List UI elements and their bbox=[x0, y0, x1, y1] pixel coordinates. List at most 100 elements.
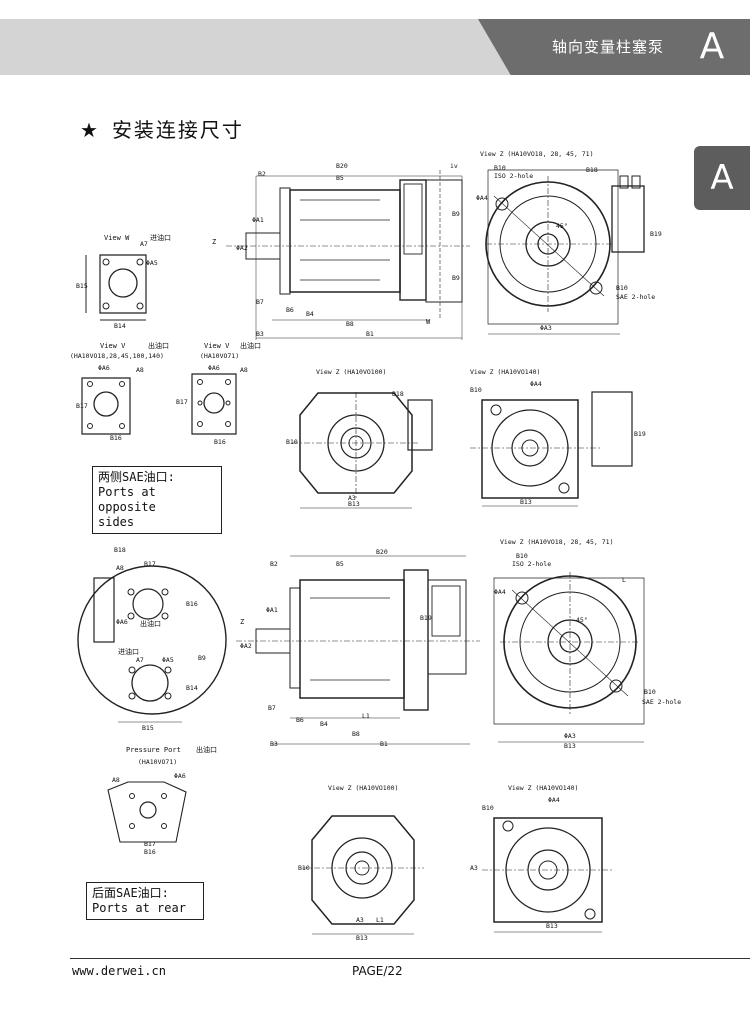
view-w-port bbox=[85, 254, 147, 321]
dim-a8-v1: A8 bbox=[136, 366, 144, 374]
note-opposite-line2: Ports at opposite bbox=[98, 485, 156, 514]
section-title: ★安装连接尺寸 bbox=[80, 114, 244, 143]
dim-b15-bot: B15 bbox=[142, 724, 154, 732]
dim-a7-bot: A7 bbox=[136, 656, 144, 664]
bottom-view-z-140 bbox=[482, 817, 614, 933]
dim-b13-z3: B13 bbox=[520, 498, 532, 506]
top-view-z-100 bbox=[292, 392, 433, 509]
dim-b8-bot: B8 bbox=[352, 730, 360, 738]
bottom-pressure-port bbox=[107, 781, 187, 843]
dim-a8-v2: A8 bbox=[240, 366, 248, 374]
dim-a2-top: ΦA2 bbox=[236, 244, 248, 252]
dim-a5-bot: ΦA5 bbox=[162, 656, 174, 664]
view-v2-label: View V bbox=[204, 342, 230, 350]
bottom-rear-view bbox=[77, 565, 227, 723]
dim-b20-bot: B20 bbox=[376, 548, 388, 556]
bottom-front-view bbox=[493, 572, 645, 743]
dim-b17-v1: B17 bbox=[76, 402, 88, 410]
side-tab[interactable]: A bbox=[694, 146, 750, 210]
dim-b13-z3-bot: B13 bbox=[546, 922, 558, 930]
dim-b5-top: B5 bbox=[336, 174, 344, 182]
deg45-bot: 45° bbox=[576, 616, 588, 624]
footer-page-number: PAGE/22 bbox=[352, 964, 403, 978]
top-side-view bbox=[226, 170, 470, 340]
view-z1-label-bot: View Z (HA10VO18, 28, 45, 71) bbox=[500, 538, 614, 546]
view-z2-label-bot: View Z (HA10VO100) bbox=[328, 784, 398, 792]
dim-a6-v2: ΦA6 bbox=[208, 364, 220, 372]
dim-b16-pp: B16 bbox=[144, 848, 156, 856]
sae-label-top: SAE 2-hole bbox=[616, 293, 655, 301]
dim-b3-bot: B3 bbox=[270, 740, 278, 748]
note-rear-line1: 后面SAE油口: bbox=[92, 886, 169, 900]
dim-b10-z3-bot: B10 bbox=[482, 804, 494, 812]
dim-b16-v1: B16 bbox=[110, 434, 122, 442]
dim-a6-bot: ΦA6 bbox=[116, 618, 128, 626]
bottom-side-view bbox=[236, 555, 480, 745]
note-rear-line2: Ports at rear bbox=[92, 901, 186, 915]
dim-a1-top: ΦA1 bbox=[252, 216, 264, 224]
dim-b10-bot: B10 bbox=[516, 552, 528, 560]
note-rear-ports: 后面SAE油口: Ports at rear bbox=[86, 882, 204, 920]
note-opposite-line3: sides bbox=[98, 515, 135, 529]
view-z3-label-bot: View Z (HA10VO140) bbox=[508, 784, 578, 792]
dim-b9-bot: B9 bbox=[198, 654, 206, 662]
sae-label-bot: SAE 2-hole bbox=[642, 698, 681, 706]
dim-b19-z3: B19 bbox=[634, 430, 646, 438]
dim-b7-top: B7 bbox=[256, 298, 264, 306]
header-title: 轴向变量柱塞泵 bbox=[552, 38, 665, 56]
top-front-view bbox=[485, 169, 645, 335]
header-dark-band bbox=[478, 19, 750, 75]
l1-label-bot: L1 bbox=[362, 712, 370, 720]
dim-b19-bot: B19 bbox=[420, 614, 432, 622]
dim-b17-bot: B17 bbox=[144, 560, 156, 568]
dim-b18-top: B18 bbox=[586, 166, 598, 174]
dim-b10-z2: B10 bbox=[286, 438, 298, 446]
view-v1-port bbox=[81, 377, 131, 435]
dim-b13-z2-bot: B13 bbox=[356, 934, 368, 942]
dim-b18-z2: B18 bbox=[392, 390, 404, 398]
dim-a8-bot: A8 bbox=[116, 564, 124, 572]
dim-b15: B15 bbox=[76, 282, 88, 290]
dim-a4-z3-bot: ΦA4 bbox=[548, 796, 560, 804]
dim-b2-top: B2 bbox=[258, 170, 266, 178]
dim-b13-z2: B13 bbox=[348, 500, 360, 508]
dim-b4-bot: B4 bbox=[320, 720, 328, 728]
dim-b16-bot: B16 bbox=[186, 600, 198, 608]
dim-b7-bot: B7 bbox=[268, 704, 276, 712]
dim-a3-top: ΦA3 bbox=[540, 324, 552, 332]
view-w-label: View W bbox=[104, 234, 130, 242]
dim-a3-z2-bot: A3 bbox=[356, 916, 364, 924]
footer-divider bbox=[70, 958, 750, 959]
dim-b19-top: B19 bbox=[650, 230, 662, 238]
pressure-sub: (HA10VO71) bbox=[138, 758, 177, 766]
view-z3-label: View Z (HA10VO140) bbox=[470, 368, 540, 376]
dim-a3-z2: A3 bbox=[348, 494, 356, 502]
l-label-bot: L bbox=[622, 576, 626, 584]
l1-z2-bot: L1 bbox=[376, 916, 384, 924]
dim-a1-bot: ΦA1 bbox=[266, 606, 278, 614]
dim-b10-z3: B10 bbox=[470, 386, 482, 394]
view-z2-label: View Z (HA10VO100) bbox=[316, 368, 386, 376]
footer-url[interactable]: www.derwei.cn bbox=[72, 964, 166, 978]
dim-b16-v2: B16 bbox=[214, 438, 226, 446]
iso-label-top: ISO 2-hole bbox=[494, 172, 533, 180]
dim-b14-bot: B14 bbox=[186, 684, 198, 692]
dim-b9-top-a: B9 bbox=[452, 210, 460, 218]
top-view-z-140 bbox=[470, 391, 633, 507]
dim-a5: ΦA5 bbox=[146, 259, 158, 267]
z-label-top: Z bbox=[212, 238, 216, 246]
view-z1-label: View Z (HA10VO18, 28, 45, 71) bbox=[480, 150, 594, 158]
bottom-view-z-100 bbox=[302, 815, 424, 935]
dim-a4-top: ΦA4 bbox=[476, 194, 488, 202]
dim-a8-pp: A8 bbox=[112, 776, 120, 784]
dim-b6-top: B6 bbox=[286, 306, 294, 314]
dim-b8-top: B8 bbox=[346, 320, 354, 328]
dim-a6-v1: ΦA6 bbox=[98, 364, 110, 372]
dim-b1-top: B1 bbox=[366, 330, 374, 338]
outlet-s-label: 出油口 bbox=[140, 619, 161, 628]
section-title-text: 安装连接尺寸 bbox=[111, 118, 244, 142]
dim-b9-top-b: B9 bbox=[452, 274, 460, 282]
header-letter: A bbox=[699, 26, 725, 67]
dim-b5-bot: B5 bbox=[336, 560, 344, 568]
